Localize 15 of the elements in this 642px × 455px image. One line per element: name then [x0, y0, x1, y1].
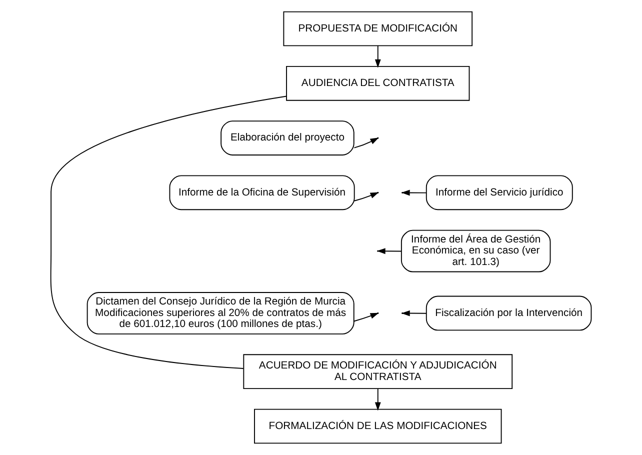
node-box: Informe del Área de Gestión Económica, en su caso (ver art. 101.3)	[400, 230, 551, 272]
connector	[50, 96, 287, 369]
node-box: Elaboración del proyecto	[220, 120, 354, 156]
node-box: PROPUESTA DE MODIFICACIÓN	[283, 11, 473, 46]
arrow	[374, 388, 381, 411]
arrow	[374, 45, 381, 68]
node-box: FORMALIZACIÓN DE LAS MODIFICACIONES	[254, 408, 502, 444]
node-box: Fiscalización por la Intervención	[426, 296, 592, 331]
node-box: ACUERDO DE MODIFICACIÓN Y ADJUDICACIÓN AL CONTRATISTA	[243, 354, 513, 390]
node-box: AUDIENCIA DEL CONTRATISTA	[286, 66, 470, 101]
node-box: Informe de la Oficina de Supervisión	[169, 175, 355, 210]
arrow	[401, 310, 426, 316]
arrow	[354, 192, 379, 202]
node-box: Informe del Servicio jurídico	[426, 175, 573, 210]
node-box: Dictamen del Consejo Jurídico de la Región de Murcia Modificaciones superiores al 20% de contratos de más de 601.012,10 euros (100 millones de ptas.)	[86, 292, 354, 334]
